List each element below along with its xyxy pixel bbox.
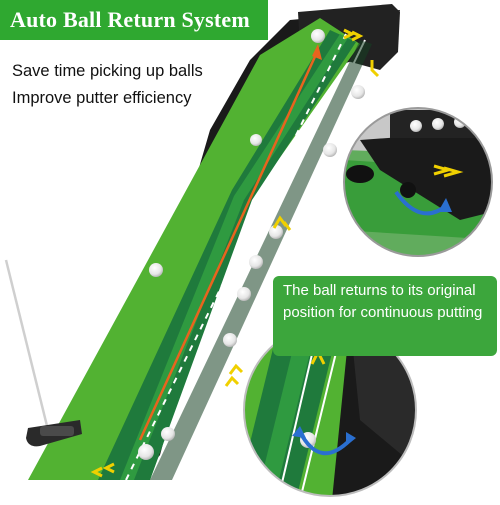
callout-line-2: position for continuous putting <box>283 304 483 321</box>
detail-circle-top <box>343 107 493 257</box>
banner-title: Auto Ball Return System <box>10 7 250 32</box>
putt-path-arrow <box>138 44 322 441</box>
yellow-chevrons <box>90 28 380 478</box>
feature-line-1: Save time picking up balls <box>12 62 203 80</box>
callout-box: The ball returns to its original positio… <box>273 276 497 356</box>
title-banner: Auto Ball Return System <box>0 0 268 40</box>
return-rail-balls <box>138 29 365 460</box>
putter <box>4 259 82 447</box>
callout-line-1: The ball returns to its original <box>283 282 476 299</box>
feature-line-2: Improve putter efficiency <box>12 89 192 107</box>
